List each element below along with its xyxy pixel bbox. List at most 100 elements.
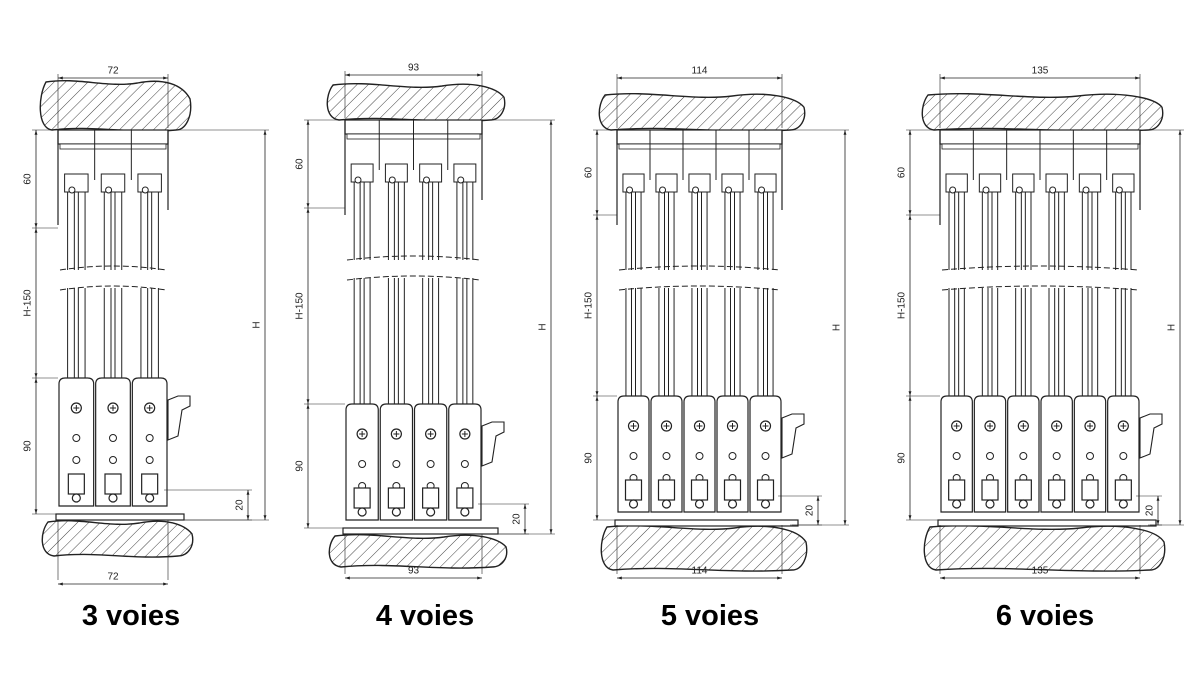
dim-h-total: H bbox=[1167, 324, 1178, 331]
panel-stiles bbox=[350, 163, 477, 404]
floor-hatch bbox=[600, 524, 808, 572]
side-bracket bbox=[167, 395, 191, 441]
roller bbox=[357, 507, 367, 517]
roller bbox=[727, 499, 738, 509]
roller bbox=[1018, 499, 1028, 509]
dim-90: 90 bbox=[295, 460, 306, 472]
dim-h-150: H-150 bbox=[584, 291, 595, 319]
dim-20: 20 bbox=[805, 505, 816, 517]
caption-6-voies: 6 voies bbox=[995, 600, 1095, 632]
bolt bbox=[728, 452, 737, 460]
carriage bbox=[95, 377, 131, 507]
caption-4-voies: 4 voies bbox=[375, 600, 475, 632]
bottom-rail bbox=[614, 519, 799, 527]
break-line-upper bbox=[59, 265, 167, 271]
bolt bbox=[952, 452, 961, 460]
dim-width-top: 93 bbox=[408, 63, 420, 74]
break-line-upper bbox=[346, 255, 481, 261]
bolt bbox=[1019, 452, 1028, 460]
dim-h-total: H bbox=[252, 321, 263, 328]
panel-stiles bbox=[945, 173, 1135, 396]
roller bbox=[661, 499, 672, 509]
ceiling-hatch bbox=[598, 92, 806, 132]
panel-stiles bbox=[622, 173, 777, 396]
bolt bbox=[145, 456, 154, 464]
roller bbox=[1118, 499, 1128, 509]
side-bracket bbox=[781, 413, 805, 459]
dim-width-top: 114 bbox=[692, 66, 708, 77]
dim-h-150: H-150 bbox=[23, 289, 34, 317]
ceiling-hatch bbox=[921, 93, 1164, 132]
dim-20: 20 bbox=[1145, 505, 1156, 517]
bolt bbox=[145, 434, 154, 442]
bolt bbox=[629, 452, 638, 460]
top-rail-profile bbox=[939, 129, 1141, 225]
rail-drawing-3-voies: 72 72 60H-150 90 H 20 bbox=[23, 66, 269, 586]
bolt bbox=[695, 452, 704, 460]
dim-20: 20 bbox=[235, 499, 246, 511]
bottom-rail bbox=[342, 527, 499, 535]
roller bbox=[628, 499, 639, 509]
top-rail-profile bbox=[616, 129, 783, 225]
break-line-lower bbox=[941, 285, 1139, 291]
rail-drawing-4-voies: 93 93 60H-150 90 H 20 bbox=[295, 63, 555, 580]
bolt bbox=[1119, 452, 1128, 460]
bottom-carriages bbox=[58, 377, 168, 507]
bolt bbox=[72, 434, 81, 442]
roller bbox=[694, 499, 705, 509]
roller bbox=[145, 493, 155, 503]
dim-90: 90 bbox=[897, 452, 908, 464]
break-line-upper bbox=[941, 265, 1139, 271]
dim-20: 20 bbox=[512, 513, 523, 525]
dim-width-bottom: 135 bbox=[1032, 566, 1049, 577]
side-bracket bbox=[481, 421, 505, 467]
ceiling-hatch bbox=[326, 82, 506, 122]
dim-width-bottom: 72 bbox=[107, 572, 119, 583]
bottom-carriages bbox=[617, 395, 782, 513]
rail-drawing-5-voies: 114 114 60H-150 90 H 20 bbox=[584, 66, 849, 580]
roller bbox=[1085, 499, 1095, 509]
dim-width-bottom: 93 bbox=[408, 566, 420, 577]
dim-width-top: 72 bbox=[107, 66, 119, 77]
roller bbox=[952, 499, 962, 509]
break-line-lower bbox=[618, 285, 781, 291]
bolt bbox=[761, 452, 770, 460]
dim-h-150: H-150 bbox=[897, 291, 908, 319]
dim-h-total: H bbox=[538, 323, 549, 330]
dim-60: 60 bbox=[295, 158, 306, 170]
dim-60: 60 bbox=[23, 173, 34, 185]
roller bbox=[985, 499, 995, 509]
bolt bbox=[109, 434, 117, 442]
bolt bbox=[460, 460, 469, 468]
bolt bbox=[662, 452, 671, 460]
bolt bbox=[72, 456, 81, 464]
dim-60: 60 bbox=[584, 167, 595, 179]
roller bbox=[71, 493, 81, 503]
dim-90: 90 bbox=[584, 452, 595, 464]
bolt bbox=[1086, 452, 1094, 460]
caption-3-voies: 3 voies bbox=[81, 600, 181, 632]
bottom-carriages bbox=[940, 395, 1140, 513]
carriage bbox=[131, 377, 168, 507]
dim-90: 90 bbox=[23, 440, 34, 452]
bottom-rail bbox=[55, 513, 185, 521]
roller bbox=[108, 493, 118, 503]
dim-h-total: H bbox=[832, 324, 843, 331]
break-line-lower bbox=[346, 275, 481, 281]
roller bbox=[426, 507, 436, 517]
bolt bbox=[358, 460, 367, 468]
dim-h-150: H-150 bbox=[295, 292, 306, 320]
dim-width-bottom: 114 bbox=[692, 566, 708, 577]
floor-hatch bbox=[328, 533, 508, 569]
panel-stiles bbox=[64, 173, 162, 378]
top-rail-profile bbox=[57, 129, 169, 225]
break-line-upper bbox=[618, 265, 781, 271]
roller bbox=[391, 507, 401, 517]
floor-hatch bbox=[923, 525, 1166, 572]
break-line-lower bbox=[59, 285, 167, 291]
bottom-carriages bbox=[345, 403, 482, 521]
carriage bbox=[58, 377, 95, 507]
roller bbox=[1052, 499, 1062, 509]
